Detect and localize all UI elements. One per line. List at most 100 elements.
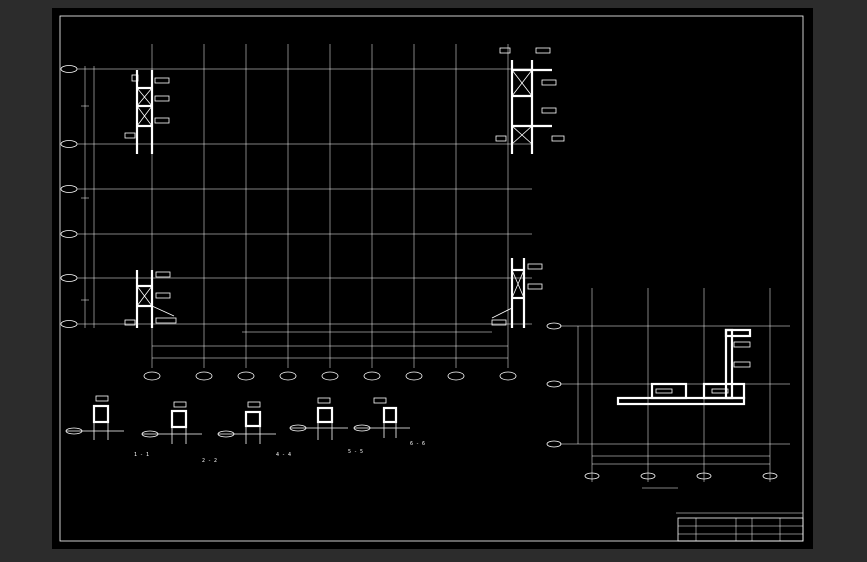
axis-bubble <box>60 274 78 282</box>
brace <box>511 69 533 97</box>
section-profile <box>170 409 188 429</box>
beam <box>724 328 734 400</box>
annotation-mark <box>551 135 565 142</box>
annotation-mark <box>155 317 177 324</box>
annotation-mark <box>247 401 261 408</box>
brace <box>136 87 153 107</box>
beam-cluster-top-right <box>495 47 565 154</box>
section-profile <box>92 404 110 424</box>
column-axis-bubbles <box>143 371 517 381</box>
axis-bubble <box>363 371 381 381</box>
beam <box>724 328 752 338</box>
annotation-mark <box>655 388 673 394</box>
axis-bubble <box>60 185 78 193</box>
section-label-5: 5 - 5 <box>348 449 363 455</box>
annotation-mark <box>154 77 170 84</box>
axis-bubble <box>546 380 562 388</box>
brace <box>136 105 153 127</box>
brace <box>491 307 513 319</box>
annotation-mark <box>173 401 187 408</box>
axis-bubble <box>640 472 656 480</box>
annotation-mark <box>527 263 543 270</box>
section-detail-1 <box>65 395 124 440</box>
axis-bubble <box>60 320 78 328</box>
section-label-4: 4 - 4 <box>276 452 291 458</box>
section-detail-6 <box>353 397 410 438</box>
bottom-dimensions <box>152 331 508 359</box>
axis-bubble <box>321 371 339 381</box>
annotation-mark <box>373 397 387 404</box>
annotation-mark <box>131 74 139 82</box>
annotation-mark <box>317 397 331 404</box>
sheet-border <box>59 15 804 542</box>
beam <box>702 382 746 400</box>
title-block <box>676 512 804 542</box>
beam-cluster-bottom-right <box>491 258 543 328</box>
row-axis-bubbles <box>60 65 87 328</box>
axis-bubble <box>584 472 600 480</box>
drawing-sheet[interactable]: 1 - 1 2 - 2 4 - 4 5 - 5 6 - 6 <box>52 8 813 549</box>
brace <box>136 285 153 307</box>
section-detail-5 <box>289 397 348 440</box>
beam-cluster-bottom-left <box>124 270 177 328</box>
axis-bubble <box>60 140 78 148</box>
grid-vertical <box>151 44 509 368</box>
annotation-mark <box>541 107 557 114</box>
axis-bubble <box>546 440 562 448</box>
grid-horizontal <box>87 68 532 325</box>
annotation-mark <box>95 395 109 402</box>
small-plan <box>546 288 790 489</box>
annotation-mark <box>155 292 171 299</box>
axis-bubble <box>696 472 712 480</box>
axis-bubble <box>60 230 78 238</box>
section-label-2: 2 - 2 <box>202 458 217 464</box>
level-tag <box>141 430 159 438</box>
beam <box>650 382 688 400</box>
axis-bubble <box>762 472 778 480</box>
annotation-mark <box>491 319 507 326</box>
annotation-mark <box>495 135 507 142</box>
section-profile <box>316 406 334 424</box>
axis-bubble <box>279 371 297 381</box>
axis-bubble <box>143 371 161 381</box>
brace <box>511 125 533 145</box>
annotation-mark <box>499 47 511 54</box>
axis-bubble <box>546 322 562 330</box>
annotation-mark <box>541 79 557 86</box>
level-tag <box>217 430 235 438</box>
section-details <box>65 395 410 444</box>
section-label-6: 6 - 6 <box>410 441 425 447</box>
section-profile <box>382 406 398 424</box>
level-tag <box>289 424 307 432</box>
annotation-mark <box>733 361 751 368</box>
annotation-mark <box>527 283 543 290</box>
axis-bubble <box>499 371 517 381</box>
annotation-mark <box>155 271 171 278</box>
annotation-mark <box>124 132 136 139</box>
axis-bubble <box>237 371 255 381</box>
title-block-frame <box>677 517 804 542</box>
left-dimensions <box>81 66 95 328</box>
annotation-mark <box>124 319 136 326</box>
annotation-mark <box>535 47 551 54</box>
section-detail-4 <box>217 401 276 444</box>
axis-bubble <box>405 371 423 381</box>
brace <box>151 305 175 317</box>
section-detail-2 <box>141 401 202 444</box>
annotation-mark <box>154 117 170 124</box>
brace <box>511 269 525 299</box>
annotation-mark <box>711 388 729 394</box>
level-tag <box>65 427 83 435</box>
annotation-mark <box>154 95 170 102</box>
drawing-canvas: 1 - 1 2 - 2 4 - 4 5 - 5 6 - 6 <box>59 15 804 542</box>
axis-bubble <box>195 371 213 381</box>
section-label-1: 1 - 1 <box>134 452 149 458</box>
level-tag <box>353 424 371 432</box>
axis-bubble <box>447 371 465 381</box>
section-profile <box>244 410 262 428</box>
beam-cluster-top-left <box>124 70 170 154</box>
axis-bubble <box>60 65 78 73</box>
main-plan <box>60 44 565 381</box>
annotation-mark <box>733 341 751 348</box>
